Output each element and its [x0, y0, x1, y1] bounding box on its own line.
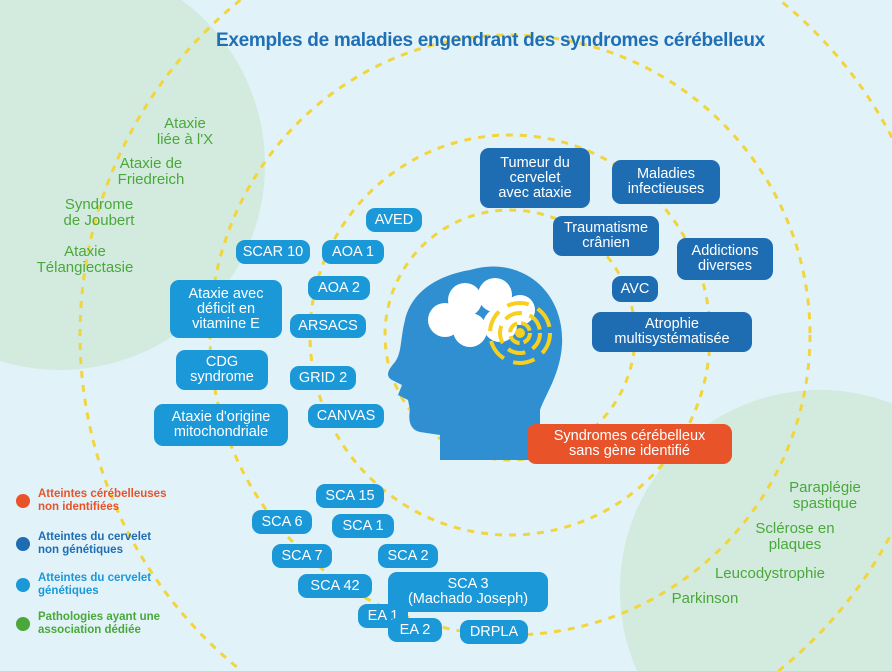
pill-tumeur: Tumeur du cervelet avec ataxie [480, 148, 590, 208]
pill-sca3: SCA 3 (Machado Joseph) [388, 572, 548, 612]
pill-ea2: EA 2 [388, 618, 442, 642]
pill-aved: AVED [366, 208, 422, 232]
legend-association: Pathologies ayant une association dédiée [16, 611, 160, 637]
pill-arsacs: ARSACS [290, 314, 366, 338]
assoc-joubert: Syndrome de Joubert [63, 196, 135, 229]
pill-aoa2: AOA 2 [308, 276, 370, 300]
pill-infectieuses: Maladies infectieuses [612, 160, 720, 204]
head-icon [388, 266, 563, 460]
pill-avc: AVC [612, 276, 658, 302]
pill-sca2: SCA 2 [378, 544, 438, 568]
pill-aoa1: AOA 1 [322, 240, 384, 264]
legend-label: Atteintes cérébelleuses non identifiées [38, 488, 167, 513]
pill-cdg: CDG syndrome [176, 350, 268, 390]
legend-label: Atteintes du cervelet non génétiques [38, 531, 152, 556]
pill-sans-gene: Syndromes cérébelleux sans gène identifi… [527, 424, 732, 464]
association-circle-left [0, 0, 266, 370]
dark-blue-dot-icon [16, 537, 30, 551]
dashed-ring [78, 0, 892, 671]
legend-label: Pathologies ayant une association dédiée [38, 611, 161, 636]
pill-scar10: SCAR 10 [236, 240, 310, 264]
pill-sca6: SCA 6 [252, 510, 312, 534]
legend-non-genetic: Atteintes du cervelet non génétiques [16, 531, 151, 557]
legend-genetic: Atteintes du cervelet génétiques [16, 572, 151, 598]
pill-vitamine-e: Ataxie avec déficit en vitamine E [170, 280, 282, 338]
assoc-friedreich: Ataxie de Friedreich [117, 155, 185, 188]
pill-sca42: SCA 42 [298, 574, 372, 598]
assoc-telangiectasie: Ataxie Télangiectasie [36, 243, 134, 276]
assoc-parkinson: Parkinson [671, 590, 739, 607]
green-dot-icon [16, 617, 30, 631]
pill-canvas: CANVAS [308, 404, 384, 428]
legend-label: Atteintes du cervelet génétiques [38, 572, 152, 597]
pill-addictions: Addictions diverses [677, 238, 773, 280]
light-blue-dot-icon [16, 578, 30, 592]
pill-atrophie: Atrophie multisystématisée [592, 312, 752, 352]
page-title: Exemples de maladies engendrant des synd… [216, 30, 765, 51]
assoc-paraplegie: Paraplégie spastique [789, 479, 861, 512]
orange-dot-icon [16, 494, 30, 508]
pill-sca15: SCA 15 [316, 484, 384, 508]
pill-mitochondriale: Ataxie d'origine mitochondriale [154, 404, 288, 446]
pill-traumatisme: Traumatisme crânien [553, 216, 659, 256]
pill-sca7: SCA 7 [272, 544, 332, 568]
pill-sca1: SCA 1 [332, 514, 394, 538]
assoc-ataxie-x: Ataxie liée à l'X [156, 115, 214, 148]
legend-unidentified: Atteintes cérébelleuses non identifiées [16, 488, 166, 514]
pill-drpla: DRPLA [460, 620, 528, 644]
assoc-leucodystrophie: Leucodystrophie [714, 565, 826, 582]
pill-grid2: GRID 2 [290, 366, 356, 390]
assoc-sclerose: Sclérose en plaques [755, 520, 835, 553]
